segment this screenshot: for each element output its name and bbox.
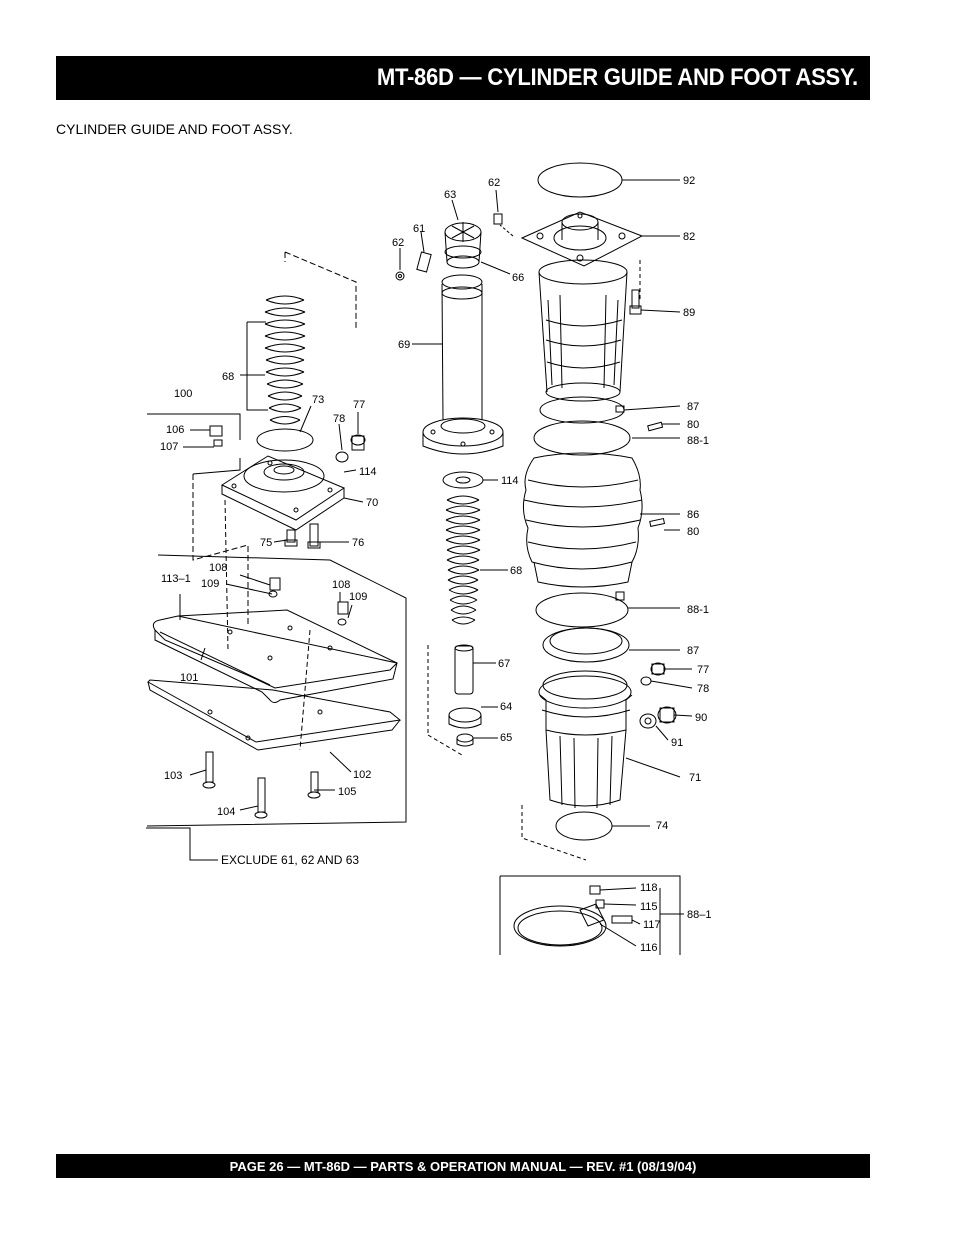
callout-109: 109 (349, 591, 367, 603)
callout-62: 62 (392, 237, 404, 249)
callout-91: 91 (671, 737, 683, 749)
callout-75: 75 (260, 537, 272, 549)
callout-109: 109 (201, 578, 219, 590)
callout-113-1: 113–1 (161, 573, 191, 585)
cylinder-assembly-drawing (520, 162, 693, 861)
section-subtitle: CYLINDER GUIDE AND FOOT ASSY. (56, 121, 293, 137)
callout-80: 80 (687, 419, 699, 431)
footer-text: PAGE 26 — MT-86D — PARTS & OPERATION MAN… (229, 1158, 697, 1174)
foot-plate-drawing (146, 251, 407, 861)
guide-tube-drawing (395, 189, 514, 756)
callout-67: 67 (498, 658, 510, 670)
callout-70: 70 (366, 497, 378, 509)
callout-88-1: 88-1 (687, 435, 709, 447)
callout-107: 107 (160, 441, 178, 453)
callout-82: 82 (683, 231, 695, 243)
callout-116: 116 (640, 942, 658, 954)
callout-labels: 92 82 89 87 80 88-1 86 80 88-1 87 77 78 … (160, 175, 711, 954)
callout-69: 69 (398, 339, 410, 351)
callout-78: 78 (697, 683, 709, 695)
callout-89: 89 (683, 307, 695, 319)
callout-101: 101 (180, 672, 198, 684)
callout-88-1: 88–1 (687, 909, 711, 921)
callout-68: 68 (222, 371, 234, 383)
callout-100: 100 (174, 388, 192, 400)
callout-71: 71 (689, 772, 701, 784)
callout-106: 106 (166, 424, 184, 436)
callout-63: 63 (444, 189, 456, 201)
callout-114: 114 (359, 466, 377, 478)
callout-66: 66 (512, 272, 524, 284)
callout-102: 102 (353, 769, 371, 781)
callout-62: 62 (488, 177, 500, 189)
callout-108: 108 (332, 579, 350, 591)
callout-118: 118 (640, 882, 658, 894)
callout-64: 64 (500, 701, 512, 713)
callout-87: 87 (687, 401, 699, 413)
callout-68: 68 (510, 565, 522, 577)
callout-73: 73 (312, 394, 324, 406)
callout-105: 105 (338, 786, 356, 798)
callout-77: 77 (353, 399, 365, 411)
callout-92: 92 (683, 175, 695, 187)
callout-61: 61 (413, 223, 425, 235)
callout-78: 78 (333, 413, 345, 425)
page-title: MT-86D — CYLINDER GUIDE AND FOOT ASSY. (376, 64, 858, 91)
callout-117: 117 (643, 919, 661, 931)
callout-77: 77 (697, 664, 709, 676)
callout-80: 80 (687, 526, 699, 538)
callout-108: 108 (209, 562, 227, 574)
title-bar: MT-86D — CYLINDER GUIDE AND FOOT ASSY. (56, 56, 870, 100)
callout-115: 115 (640, 901, 658, 913)
callout-74: 74 (656, 820, 668, 832)
footer-bar: PAGE 26 — MT-86D — PARTS & OPERATION MAN… (56, 1154, 870, 1178)
callout-86: 86 (687, 509, 699, 521)
callout-76: 76 (352, 537, 364, 549)
clamp-detail-drawing (499, 875, 684, 955)
callout-65: 65 (500, 732, 512, 744)
callout-87: 87 (687, 645, 699, 657)
callout-104: 104 (217, 806, 235, 818)
callout-90: 90 (695, 712, 707, 724)
callout-103: 103 (164, 770, 182, 782)
callout-114: 114 (501, 475, 519, 487)
exclusion-note: EXCLUDE 61, 62 AND 63 (221, 853, 359, 867)
callout-88-1: 88-1 (687, 604, 709, 616)
